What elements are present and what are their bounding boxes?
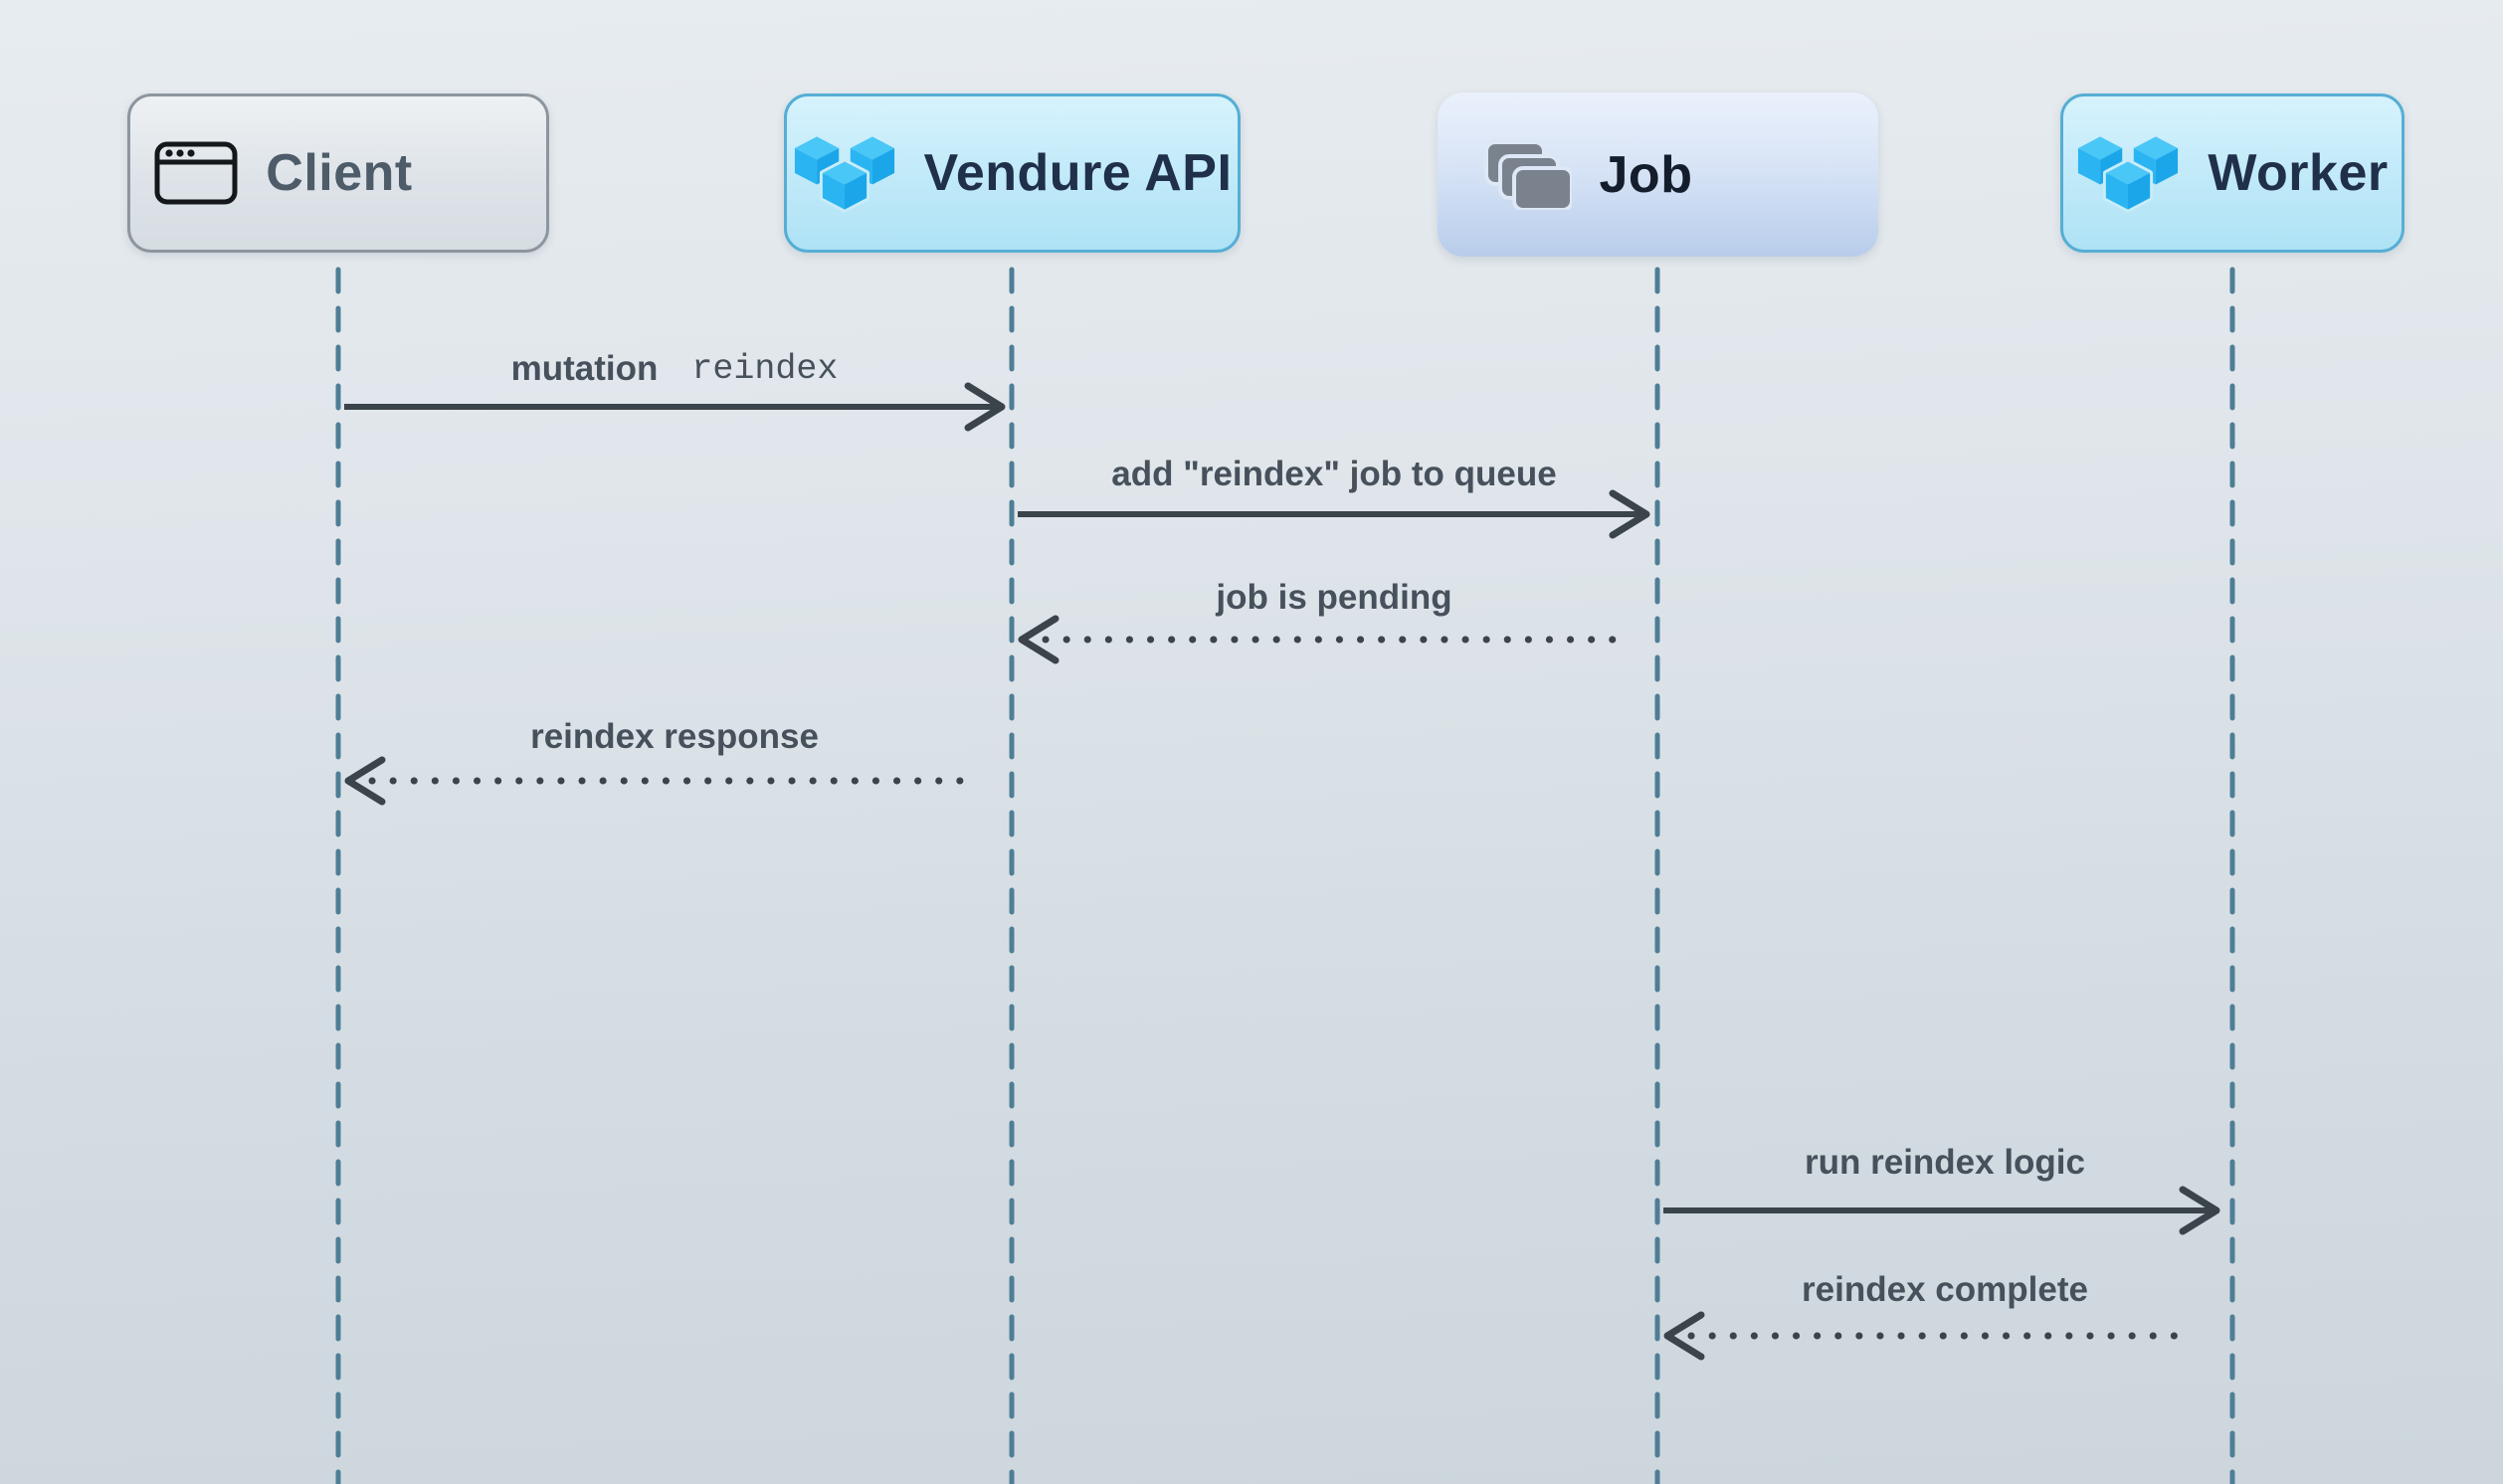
message-label-reindex-response: reindex response <box>530 717 819 756</box>
vendure-logo-icon <box>2078 136 2179 212</box>
actor-worker: Worker <box>2060 93 2405 253</box>
actor-client: Client <box>127 93 549 253</box>
browser-window-icon <box>154 141 238 205</box>
message-label-mutation-reindex: mutation reindex <box>510 349 839 389</box>
actor-label-client: Client <box>266 144 413 202</box>
arrow-mutation-reindex <box>344 382 1006 432</box>
message-label-reindex-complete: reindex complete <box>1802 1270 2088 1309</box>
vendure-logo-icon <box>794 136 894 212</box>
message-text: mutation <box>510 349 659 388</box>
message-label-job-is-pending: job is pending <box>1216 578 1452 617</box>
arrow-reindex-response <box>344 756 982 806</box>
actor-job: Job <box>1438 93 1878 257</box>
actor-label-vendure-api: Vendure API <box>923 144 1233 202</box>
layer-stack-icon <box>1483 139 1572 210</box>
message-label-add-reindex-job-to-queue: add "reindex" job to queue <box>1111 455 1557 493</box>
actor-label-worker: Worker <box>2208 144 2389 202</box>
actor-vendure-api: Vendure API <box>784 93 1241 253</box>
arrow-reindex-complete <box>1663 1311 2199 1361</box>
arrow-add-reindex-job-to-queue <box>1018 489 1650 539</box>
arrow-job-is-pending <box>1018 615 1628 664</box>
message-code-text: reindex <box>691 349 839 389</box>
message-label-run-reindex-logic: run reindex logic <box>1805 1143 2085 1182</box>
actor-label-job: Job <box>1599 145 1693 204</box>
arrow-run-reindex-logic <box>1663 1186 2220 1235</box>
